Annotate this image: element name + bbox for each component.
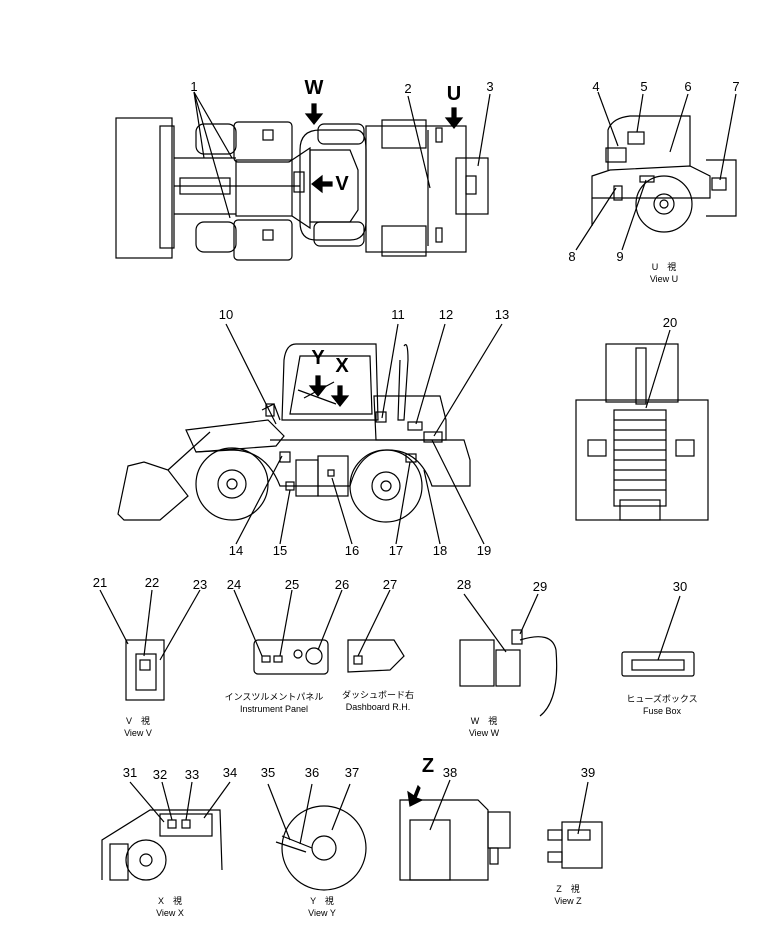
view-z-block [399, 779, 511, 881]
callout-34: 34 [222, 765, 238, 780]
caption-view-y-jp: Y 視 [310, 896, 334, 906]
view-arrow-u [444, 107, 464, 129]
callout-20: 20 [662, 315, 678, 330]
front-view-machine [575, 329, 709, 521]
view-marker-u: U [446, 83, 462, 105]
fuse-box [621, 595, 695, 677]
view-x [101, 781, 231, 881]
callout-6: 6 [684, 79, 692, 94]
caption-view-y: View Y [308, 908, 336, 918]
caption-instrument: Instrument Panel [239, 704, 309, 714]
caption-view-v: View V [124, 728, 152, 738]
view-marker-y: Y [311, 347, 325, 369]
instrument-panel [233, 589, 343, 675]
callout-21: 21 [92, 575, 108, 590]
callout-36: 36 [304, 765, 320, 780]
view-marker-w: W [304, 77, 324, 99]
callout-39: 39 [580, 765, 596, 780]
view-u-rear [575, 91, 737, 251]
view-arrow-w [304, 103, 324, 125]
callout-24: 24 [226, 577, 242, 592]
callout-18: 18 [432, 543, 448, 558]
callout-28: 28 [456, 577, 472, 592]
caption-view-v-jp: V 視 [125, 716, 151, 726]
callout-26: 26 [334, 577, 350, 592]
view-v [99, 589, 201, 701]
top-view-machine [115, 117, 489, 261]
caption-fuse-jp: ヒューズボックス [626, 694, 698, 704]
caption-view-x: View X [156, 908, 184, 918]
caption-view-z: View Z [554, 896, 582, 906]
callout-29: 29 [532, 579, 548, 594]
callout-12: 12 [438, 307, 454, 322]
view-marker-z: Z [421, 755, 435, 777]
caption-view-u-jp: U 視 [651, 262, 677, 272]
callout-31: 31 [122, 765, 138, 780]
callout-4: 4 [592, 79, 600, 94]
callout-7: 7 [732, 79, 740, 94]
callout-16: 16 [344, 543, 360, 558]
callout-11: 11 [391, 307, 405, 322]
callout-25: 25 [284, 577, 300, 592]
callout-10: 10 [218, 307, 234, 322]
caption-fuse: Fuse Box [642, 706, 682, 716]
callout-23: 23 [192, 577, 208, 592]
view-arrow-v [311, 174, 333, 194]
callout-17: 17 [388, 543, 404, 558]
caption-instrument-jp: インスツルメントパネル [224, 692, 324, 702]
caption-view-w-jp: W 視 [470, 716, 498, 726]
callout-27: 27 [382, 577, 398, 592]
callout-1: 1 [190, 79, 198, 94]
view-marker-x: X [335, 355, 349, 377]
view-w [459, 593, 558, 717]
caption-view-w: View W [468, 728, 500, 738]
callout-3: 3 [486, 79, 494, 94]
callout-13: 13 [494, 307, 510, 322]
callout-22: 22 [144, 575, 160, 590]
callout-19: 19 [476, 543, 492, 558]
callout-30: 30 [672, 579, 688, 594]
dashboard-rh [347, 589, 405, 673]
callout-14: 14 [228, 543, 244, 558]
callout-35: 35 [260, 765, 276, 780]
caption-dashboard: Dashboard R.H. [345, 702, 411, 712]
callout-38: 38 [442, 765, 458, 780]
callout-33: 33 [184, 767, 200, 782]
caption-view-z-jp: Z 視 [556, 884, 580, 894]
callout-37: 37 [344, 765, 360, 780]
caption-view-x-jp: X 視 [157, 896, 183, 906]
callout-9: 9 [616, 249, 624, 264]
view-z [547, 781, 603, 869]
callout-32: 32 [152, 767, 168, 782]
caption-view-u: View U [649, 274, 679, 284]
callout-5: 5 [640, 79, 648, 94]
callout-8: 8 [568, 249, 576, 264]
callout-15: 15 [272, 543, 288, 558]
view-marker-v: V [335, 173, 349, 195]
callout-2: 2 [404, 81, 412, 96]
caption-dashboard-jp: ダッシュボード右 [341, 690, 415, 700]
view-y [267, 783, 367, 891]
side-view-machine [117, 323, 503, 545]
